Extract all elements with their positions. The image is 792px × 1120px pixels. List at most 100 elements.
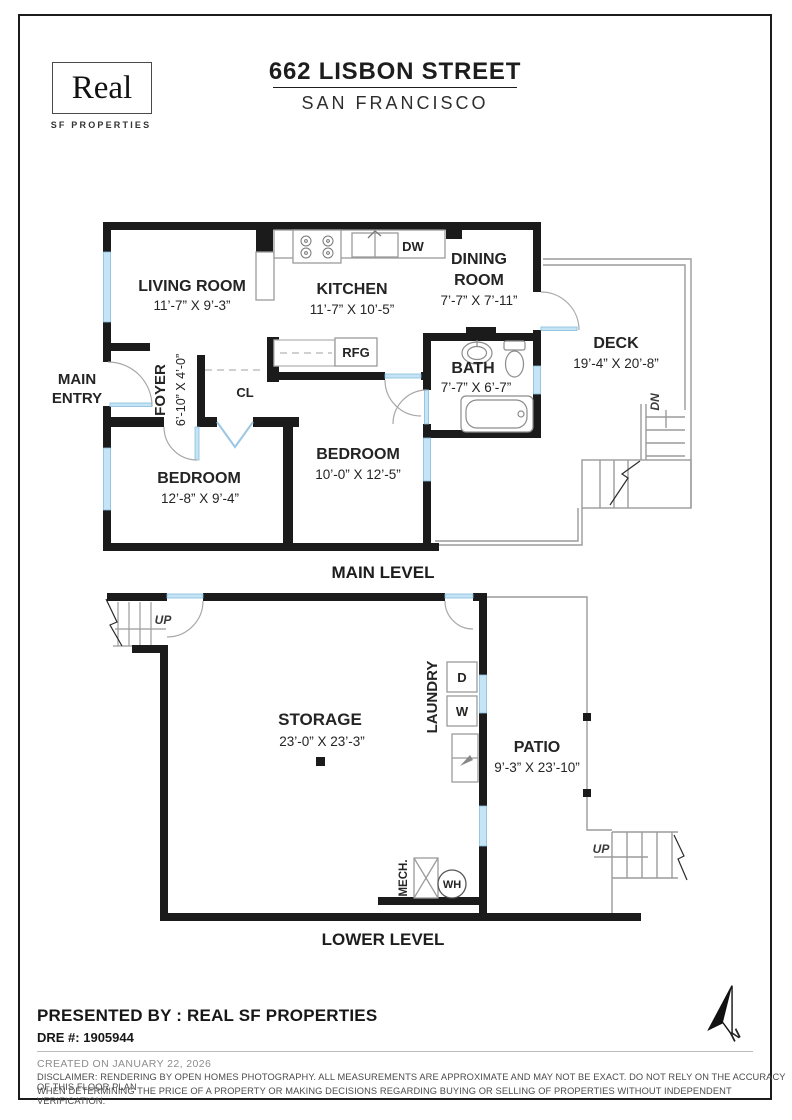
lower-level-walls: [107, 593, 641, 921]
laundry-window: [479, 674, 487, 714]
lower-window-2: [479, 805, 487, 847]
storage-dims: 23’-0” X 23’-3”: [279, 734, 365, 749]
bedroom2-door-arc: [384, 379, 422, 417]
north-arrow-needle: [707, 985, 733, 1038]
patio-label: PATIO: [514, 739, 561, 756]
mech-label: MECH.: [398, 859, 410, 896]
main-level-caption: MAIN LEVEL: [331, 563, 435, 582]
stove-burners: [300, 235, 334, 259]
mech-fixtures: [413, 857, 467, 899]
deck-door-leaf: [540, 326, 578, 331]
main-level-door-arcs: [107, 291, 580, 461]
kitchen-label: KITCHEN: [316, 281, 387, 298]
dryer: [446, 661, 478, 693]
bath-label: BATH: [451, 360, 494, 377]
closet-label: CL: [236, 385, 253, 400]
bath-door-sill: [424, 389, 429, 425]
patio-post-1: [583, 713, 591, 721]
north-arrow: N: [707, 985, 745, 1044]
storage-label: STORAGE: [278, 710, 362, 729]
entry-stair-break-line: [105, 598, 123, 647]
footer-divider: [37, 1051, 753, 1052]
bedroom1-dims: 12’-8” X 9’-4”: [161, 491, 239, 506]
disclaimer-line-2: WHEN DETERMINING THE PRICE OF A PROPERTY…: [37, 1086, 732, 1106]
deck-label: DECK: [593, 335, 639, 352]
main-level-walls: [103, 222, 541, 551]
bath-dims: 7’-7” X 6’-7”: [441, 380, 512, 395]
closet-bifold-door: [216, 421, 254, 449]
laundry-door-arc: [444, 600, 474, 630]
patio-stair-break-line: [673, 834, 688, 881]
laundry-fixtures: [446, 661, 479, 783]
bedroom1-door-arc: [163, 426, 198, 461]
kitchen-dims: 11’-7” X 10’-5”: [310, 302, 395, 317]
presented-by: PRESENTED BY : REAL SF PROPERTIES: [37, 1006, 378, 1025]
washer: [446, 695, 478, 727]
deck-outline: [435, 258, 692, 546]
patio-dims: 9’-3” X 23’-10”: [494, 760, 580, 775]
dining-room-label-2: ROOM: [454, 272, 504, 289]
laundry-label: LAUNDRY: [424, 661, 441, 734]
disclaimer-line-1: DISCLAIMER: RENDERING BY OPEN HOMES PHOT…: [37, 1072, 786, 1092]
bath-window: [533, 365, 541, 395]
toilet-tank: [503, 340, 526, 351]
dining-room-dims: 7’-7” X 7’-11”: [440, 293, 517, 308]
washer-label: W: [456, 704, 469, 719]
tub-drain: [517, 410, 525, 418]
refrigerator: [334, 337, 378, 367]
storage-door-sill: [166, 593, 204, 599]
page-border: [18, 14, 772, 1100]
main-entry-label-1: MAIN: [58, 371, 96, 388]
lower-level-door-arcs: [166, 600, 474, 638]
bedroom2-label: BEDROOM: [316, 446, 400, 463]
laundry-door-sill: [444, 593, 474, 599]
living-room-dims: 11’-7” X 9’-3”: [153, 298, 230, 313]
lower-level-plan: UP UP: [105, 593, 688, 921]
laundry-faucet: [460, 755, 473, 766]
page-title: 662 LISBON STREET: [268, 58, 522, 85]
deck-stairs-dn-label: DN: [648, 393, 662, 411]
dryer-label: D: [457, 670, 466, 685]
bedroom2-dims: 10’-0” X 12’-5”: [315, 467, 401, 482]
living-room-window: [103, 251, 111, 323]
main-level-plan: DN: [52, 222, 692, 551]
entry-stairs-up-label: UP: [155, 613, 173, 627]
foyer-dims: 6’-10” X 4’-0”: [174, 354, 188, 426]
entry-door-leaf: [109, 402, 153, 407]
brand-logo-subtitle: SF PROPERTIES: [50, 120, 152, 130]
brand-logo-text: Real: [71, 69, 133, 106]
pantry-cabinet: [255, 251, 275, 301]
bedroom1-label: BEDROOM: [157, 470, 241, 487]
living-room-label: LIVING ROOM: [138, 278, 246, 295]
water-heater-label: WH: [443, 879, 461, 891]
toilet-bowl: [504, 350, 525, 378]
main-level-windows: [103, 251, 578, 511]
patio-outline: [487, 596, 678, 913]
page-subtitle: SAN FRANCISCO: [301, 93, 489, 113]
stove: [292, 229, 342, 264]
dishwasher-label: DW: [402, 239, 424, 254]
kitchen-faucet: [367, 230, 382, 239]
bath-fixtures: [460, 340, 534, 433]
storage-post: [316, 757, 325, 766]
patio-stairs-up-label: UP: [593, 842, 611, 856]
bedroom2-window: [423, 437, 431, 482]
dining-room-label-1: DINING: [451, 251, 507, 268]
refrigerator-label: RFG: [342, 345, 369, 360]
stair-break-line: [609, 460, 641, 506]
dre-number: DRE #: 1905944: [37, 1030, 134, 1045]
lower-level-windows: [166, 593, 487, 847]
water-heater: [437, 869, 467, 899]
deck-door-arc: [540, 291, 580, 331]
lower-level-caption: LOWER LEVEL: [321, 930, 445, 949]
brand-logo: Real: [52, 62, 152, 114]
storage-door-arc: [166, 600, 204, 638]
bedroom1-door-leaf: [194, 426, 200, 461]
patio-post-2: [583, 789, 591, 797]
entry-door-arc: [107, 361, 153, 407]
title-divider: [273, 87, 517, 88]
created-date: CREATED ON JANUARY 22, 2026: [37, 1058, 212, 1070]
bedroom2-door-sill: [384, 373, 422, 379]
